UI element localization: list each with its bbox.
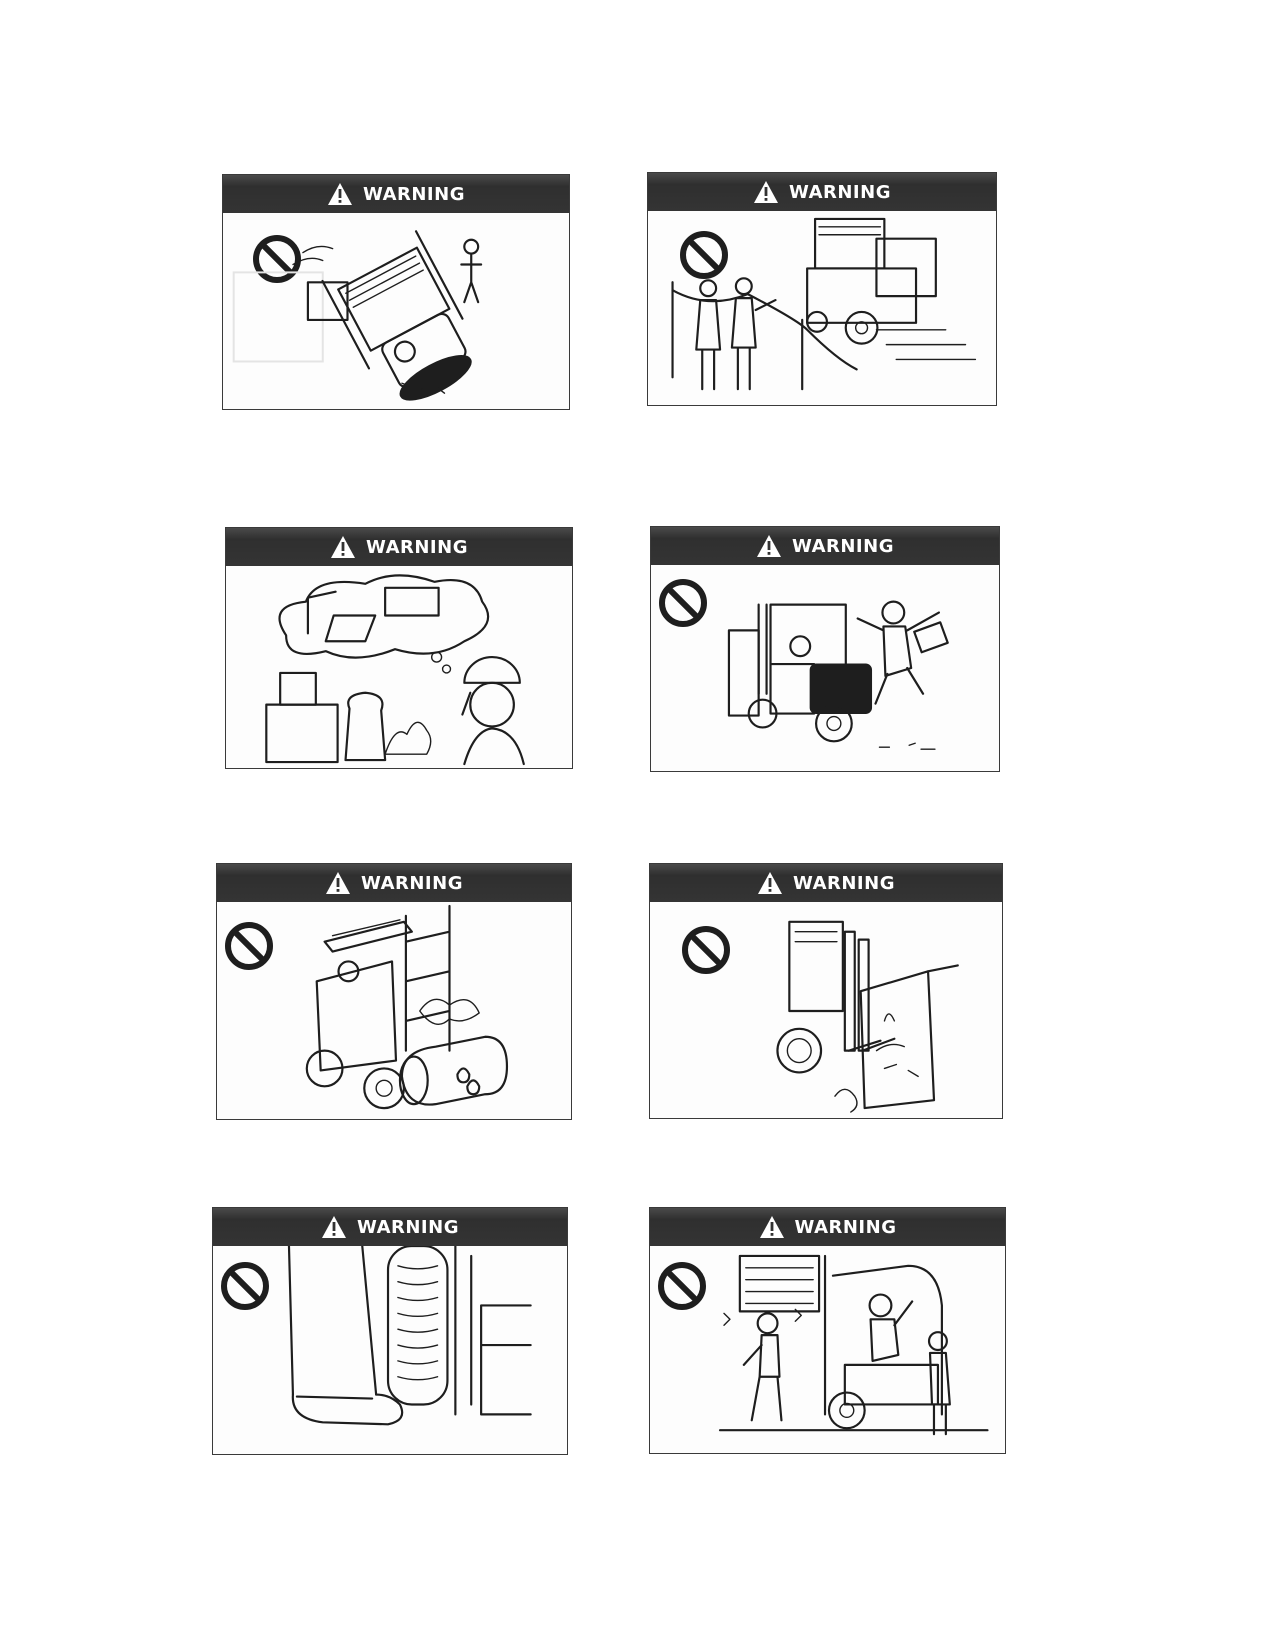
warning-triangle-icon xyxy=(322,1216,347,1238)
warning-card-6: WARNING xyxy=(649,863,1003,1119)
warning-label: WARNING xyxy=(792,535,894,557)
warning-header: WARNING xyxy=(217,864,571,902)
warning-triangle-icon xyxy=(326,872,351,894)
foot-near-wheel-illustration xyxy=(213,1246,567,1454)
warning-triangle-icon xyxy=(759,1216,784,1238)
warning-label: WARNING xyxy=(363,183,465,205)
prohibition-icon xyxy=(678,229,730,281)
warning-card-3: WARNING xyxy=(225,527,573,769)
warning-header: WARNING xyxy=(648,173,996,211)
warning-triangle-icon xyxy=(331,536,356,558)
people-near-forklift-illustration xyxy=(648,211,996,405)
warning-card-2: WARNING xyxy=(647,172,997,406)
forks-hitting-load-illustration xyxy=(650,902,1002,1118)
warning-card-8: WARNING xyxy=(649,1207,1006,1454)
warning-card-4: WARNING xyxy=(650,526,1000,772)
prohibition-icon xyxy=(223,920,275,972)
warning-triangle-icon xyxy=(758,872,783,894)
worker-thinking-illustration xyxy=(226,566,572,768)
warning-header: WARNING xyxy=(651,527,999,565)
warning-header: WARNING xyxy=(650,864,1002,902)
prohibition-icon xyxy=(219,1260,271,1312)
warning-label: WARNING xyxy=(793,872,895,894)
prohibition-icon xyxy=(657,577,709,629)
warning-label: WARNING xyxy=(361,872,463,894)
warning-header: WARNING xyxy=(650,1208,1005,1246)
warning-label: WARNING xyxy=(366,536,468,558)
forklift-tipping-illustration xyxy=(223,213,569,409)
forklift-hits-pedestrian-illustration xyxy=(651,565,999,771)
warning-triangle-icon xyxy=(754,181,779,203)
warning-card-5: WARNING xyxy=(216,863,572,1120)
warning-label: WARNING xyxy=(789,181,891,203)
warning-label: WARNING xyxy=(357,1216,459,1238)
prohibition-icon xyxy=(251,233,303,285)
warning-triangle-icon xyxy=(757,535,782,557)
warning-triangle-icon xyxy=(328,183,353,205)
forklift-with-drums-illustration xyxy=(217,902,571,1119)
prohibition-icon xyxy=(656,1260,708,1312)
warning-card-7: WARNING xyxy=(212,1207,568,1455)
warning-header: WARNING xyxy=(223,175,569,213)
person-under-load-illustration xyxy=(650,1246,1005,1453)
prohibition-icon xyxy=(680,924,732,976)
warning-card-1: WARNING xyxy=(222,174,570,410)
warning-label: WARNING xyxy=(794,1216,897,1238)
warning-header: WARNING xyxy=(213,1208,567,1246)
warning-header: WARNING xyxy=(226,528,572,566)
